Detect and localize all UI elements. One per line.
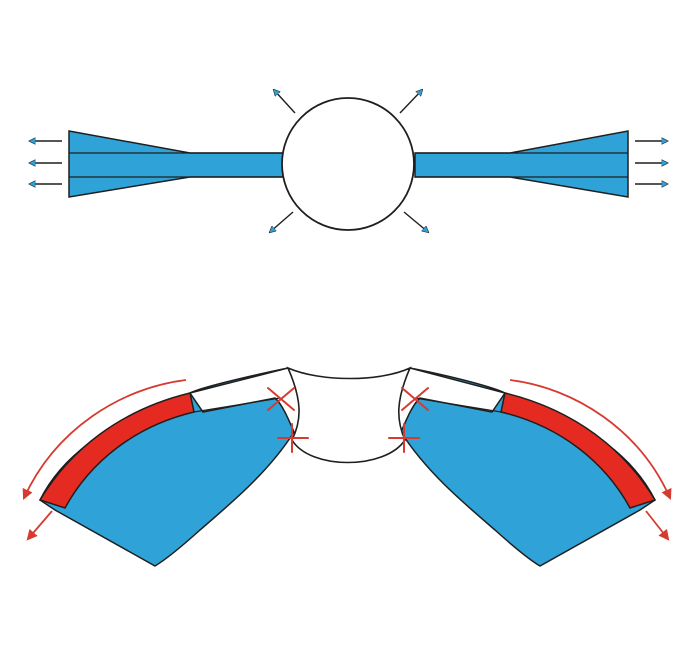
arrow-left-icon (30, 141, 62, 184)
cross-mark-icon (267, 387, 429, 453)
top-right-arm (414, 130, 629, 198)
top-panel (30, 90, 667, 232)
bottom-left-arm (38, 367, 295, 567)
arrow-right-icon (635, 141, 667, 184)
top-central-circle (281, 97, 415, 231)
top-left-arm (68, 130, 284, 198)
curved-arrow-icon (22, 379, 672, 541)
bottom-right-arm (400, 367, 657, 567)
bottom-panel (22, 366, 672, 567)
arrow-diagonal-icon (270, 90, 428, 232)
bottom-central-pocket (286, 366, 412, 464)
